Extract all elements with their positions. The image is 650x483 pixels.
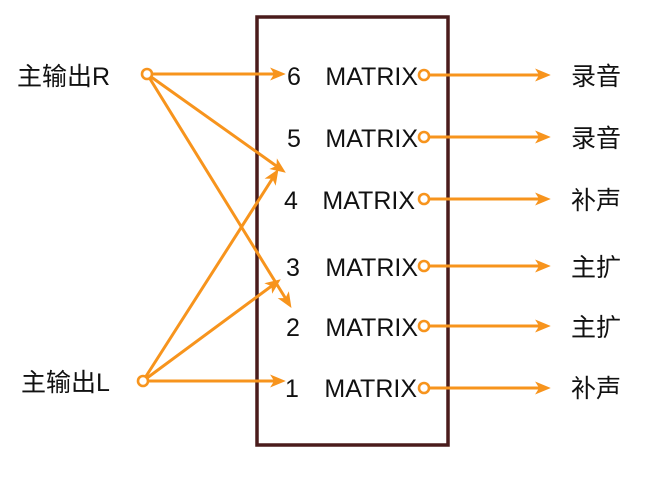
matrix-number: 3 (286, 254, 300, 282)
input-label-l: 主输出L (21, 369, 110, 397)
matrix-node-6 (417, 68, 431, 82)
connection-arrows (141, 67, 292, 388)
matrix-label: MATRIX (325, 125, 418, 153)
matrix-node-1 (417, 381, 431, 395)
matrix-label: MATRIX (324, 375, 417, 403)
matrix-number: 6 (287, 63, 301, 91)
matrix-label: MATRIX (325, 314, 418, 342)
output-label-1: 补声 (571, 375, 621, 403)
connection-arrow-l-to-5 (141, 169, 279, 383)
matrix-label: MATRIX (322, 187, 415, 215)
input-node-r (140, 67, 154, 81)
connection-arrow-l-to-3 (141, 279, 281, 383)
matrix-box (255, 15, 450, 447)
output-label-6: 录音 (571, 63, 621, 91)
matrix-number: 5 (287, 125, 301, 153)
matrix-row-6: 6 MATRIX (287, 63, 418, 91)
matrix-node-2 (417, 319, 431, 333)
matrix-output-nodes (417, 68, 431, 395)
connection-arrow-r-to-2 (145, 72, 292, 308)
output-label-2: 主扩 (571, 314, 621, 342)
matrix-node-3 (417, 259, 431, 273)
output-label-3: 主扩 (571, 254, 621, 282)
connection-arrow-r-to-4 (145, 72, 286, 173)
matrix-number: 2 (286, 314, 300, 342)
output-label-4: 补声 (571, 187, 621, 215)
matrix-row-3: 3 MATRIX (286, 254, 418, 282)
matrix-row-2: 2 MATRIX (286, 314, 418, 342)
matrix-node-5 (417, 130, 431, 144)
output-arrows (422, 68, 551, 395)
matrix-row-4: 4 MATRIX (284, 187, 415, 215)
matrix-node-4 (417, 192, 431, 206)
output-label-5: 录音 (571, 125, 621, 153)
input-node-l (136, 374, 150, 388)
matrix-row-1: 1 MATRIX (285, 375, 417, 403)
matrix-number: 1 (285, 375, 299, 403)
matrix-row-5: 5 MATRIX (287, 125, 418, 153)
matrix-label: MATRIX (325, 63, 418, 91)
matrix-number: 4 (284, 187, 298, 215)
matrix-label: MATRIX (325, 254, 418, 282)
input-label-r: 主输出R (17, 63, 110, 91)
